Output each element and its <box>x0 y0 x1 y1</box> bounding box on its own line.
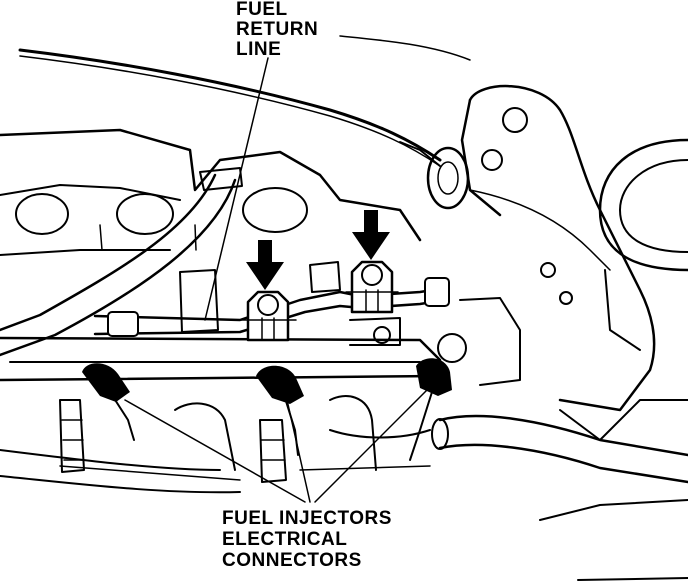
throttle-body <box>399 84 656 412</box>
leader-line-throttle-label <box>339 35 471 61</box>
rail-mounting-bolt-1 <box>239 290 297 342</box>
engine-block-back <box>0 128 422 256</box>
fuel-injectors <box>59 395 377 483</box>
label-line: CONNECTORS <box>222 550 362 571</box>
leader-line-injector-2 <box>286 399 311 503</box>
air-duct <box>598 138 688 351</box>
label-line: FUEL <box>236 0 288 20</box>
lower-right-components <box>437 297 688 521</box>
leader-line-injector-3 <box>314 384 433 503</box>
arrow-down-icon <box>352 210 390 260</box>
injector-connector-1 <box>82 363 135 441</box>
fuel-injectors-connectors-label: FUEL INJECTORS ELECTRICAL CONNECTORS <box>222 508 392 571</box>
rail-mounting-bolt-2 <box>345 260 399 314</box>
label-line: RETURN <box>236 19 319 40</box>
label-line: FUEL INJECTORS <box>222 508 392 529</box>
lower-hoses <box>0 414 688 494</box>
label-line: ELECTRICAL <box>222 529 348 550</box>
corner-mark <box>577 577 688 581</box>
leader-line-injector-1 <box>124 399 306 503</box>
leader-line-fuel-return <box>204 57 269 321</box>
injector-connector-3 <box>409 358 452 461</box>
coolant-hose-left <box>0 167 243 357</box>
label-line: LINE <box>236 39 282 60</box>
arrow-down-icon <box>246 240 284 290</box>
throttle-cable <box>18 48 442 167</box>
rail-brackets <box>179 261 401 346</box>
fuel-return-line-label: FUEL RETURN LINE <box>236 0 318 60</box>
